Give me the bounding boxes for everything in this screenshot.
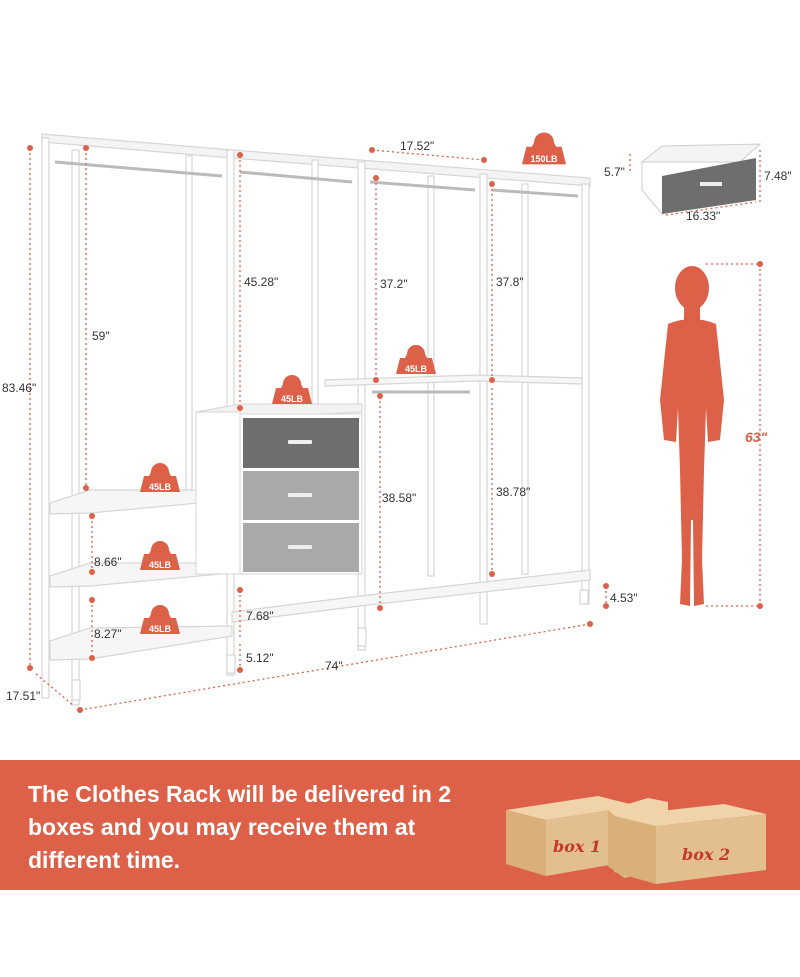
- drawer-unit: [195, 403, 363, 575]
- drawer-handle-icon: [288, 440, 312, 444]
- drawer-shelf-gap-label: 7.68": [246, 609, 274, 623]
- svg-text:150LB: 150LB: [530, 154, 558, 164]
- height-label: 83.46": [2, 381, 36, 395]
- svg-text:box 1: box 1: [553, 837, 601, 856]
- delivery-banner: The Clothes Rack will be delivered in 2 …: [0, 760, 800, 890]
- svg-text:45LB: 45LB: [405, 364, 428, 374]
- drawer-handle-icon: [288, 545, 312, 549]
- shelf-gap-1-label: 8.66": [94, 555, 122, 569]
- weight-icon: 45LB: [140, 541, 180, 570]
- person-height-label: 63": [745, 429, 768, 445]
- svg-text:45LB: 45LB: [149, 560, 172, 570]
- upper-hanging-3-label: 37.2": [380, 277, 408, 291]
- product-diagram: 83.46" 17.51" 74" 59" 45.28" 17.52" 37.2…: [2, 132, 792, 713]
- section-width-label: 17.52": [400, 139, 434, 153]
- box-2-front: box 2: [610, 790, 770, 890]
- middle-hanging-label: 45.28": [244, 275, 278, 289]
- width-label: 74": [325, 659, 343, 673]
- ground-clearance-right-label: 4.53": [610, 591, 638, 605]
- svg-text:45LB: 45LB: [149, 624, 172, 634]
- svg-text:box 2: box 2: [682, 845, 730, 864]
- weight-icon: 150LB: [522, 132, 566, 165]
- drawer-detail: [640, 143, 762, 215]
- drawer-depth-label: 7.48": [764, 169, 792, 183]
- svg-text:45LB: 45LB: [149, 482, 172, 492]
- shelf-gap-2-label: 8.27": [94, 627, 122, 641]
- weight-icon: 45LB: [140, 463, 180, 492]
- weight-icon: 45LB: [396, 345, 436, 374]
- upper-hanging-4-label: 37.8": [496, 275, 524, 289]
- drawer-width-label: 16.33": [686, 209, 720, 223]
- lower-hanging-3-label: 38.58": [382, 491, 416, 505]
- weight-icon: 45LB: [140, 605, 180, 634]
- drawer-handle-icon: [700, 182, 722, 186]
- delivery-notice: The Clothes Rack will be delivered in 2 …: [28, 781, 452, 873]
- svg-text:45LB: 45LB: [281, 394, 304, 404]
- dimension-lines: [29, 148, 761, 711]
- depth-label: 17.51": [6, 689, 40, 703]
- weight-icon: 45LB: [272, 375, 312, 404]
- ground-clearance-mid-label: 5.12": [246, 651, 274, 665]
- person-silhouette-icon: [660, 266, 724, 606]
- clothes-rack: [41, 133, 591, 706]
- lower-hanging-4-label: 38.78": [496, 485, 530, 499]
- drawer-handle-icon: [288, 493, 312, 497]
- left-hanging-label: 59": [92, 329, 110, 343]
- drawer-height-label: 5.7": [604, 165, 625, 179]
